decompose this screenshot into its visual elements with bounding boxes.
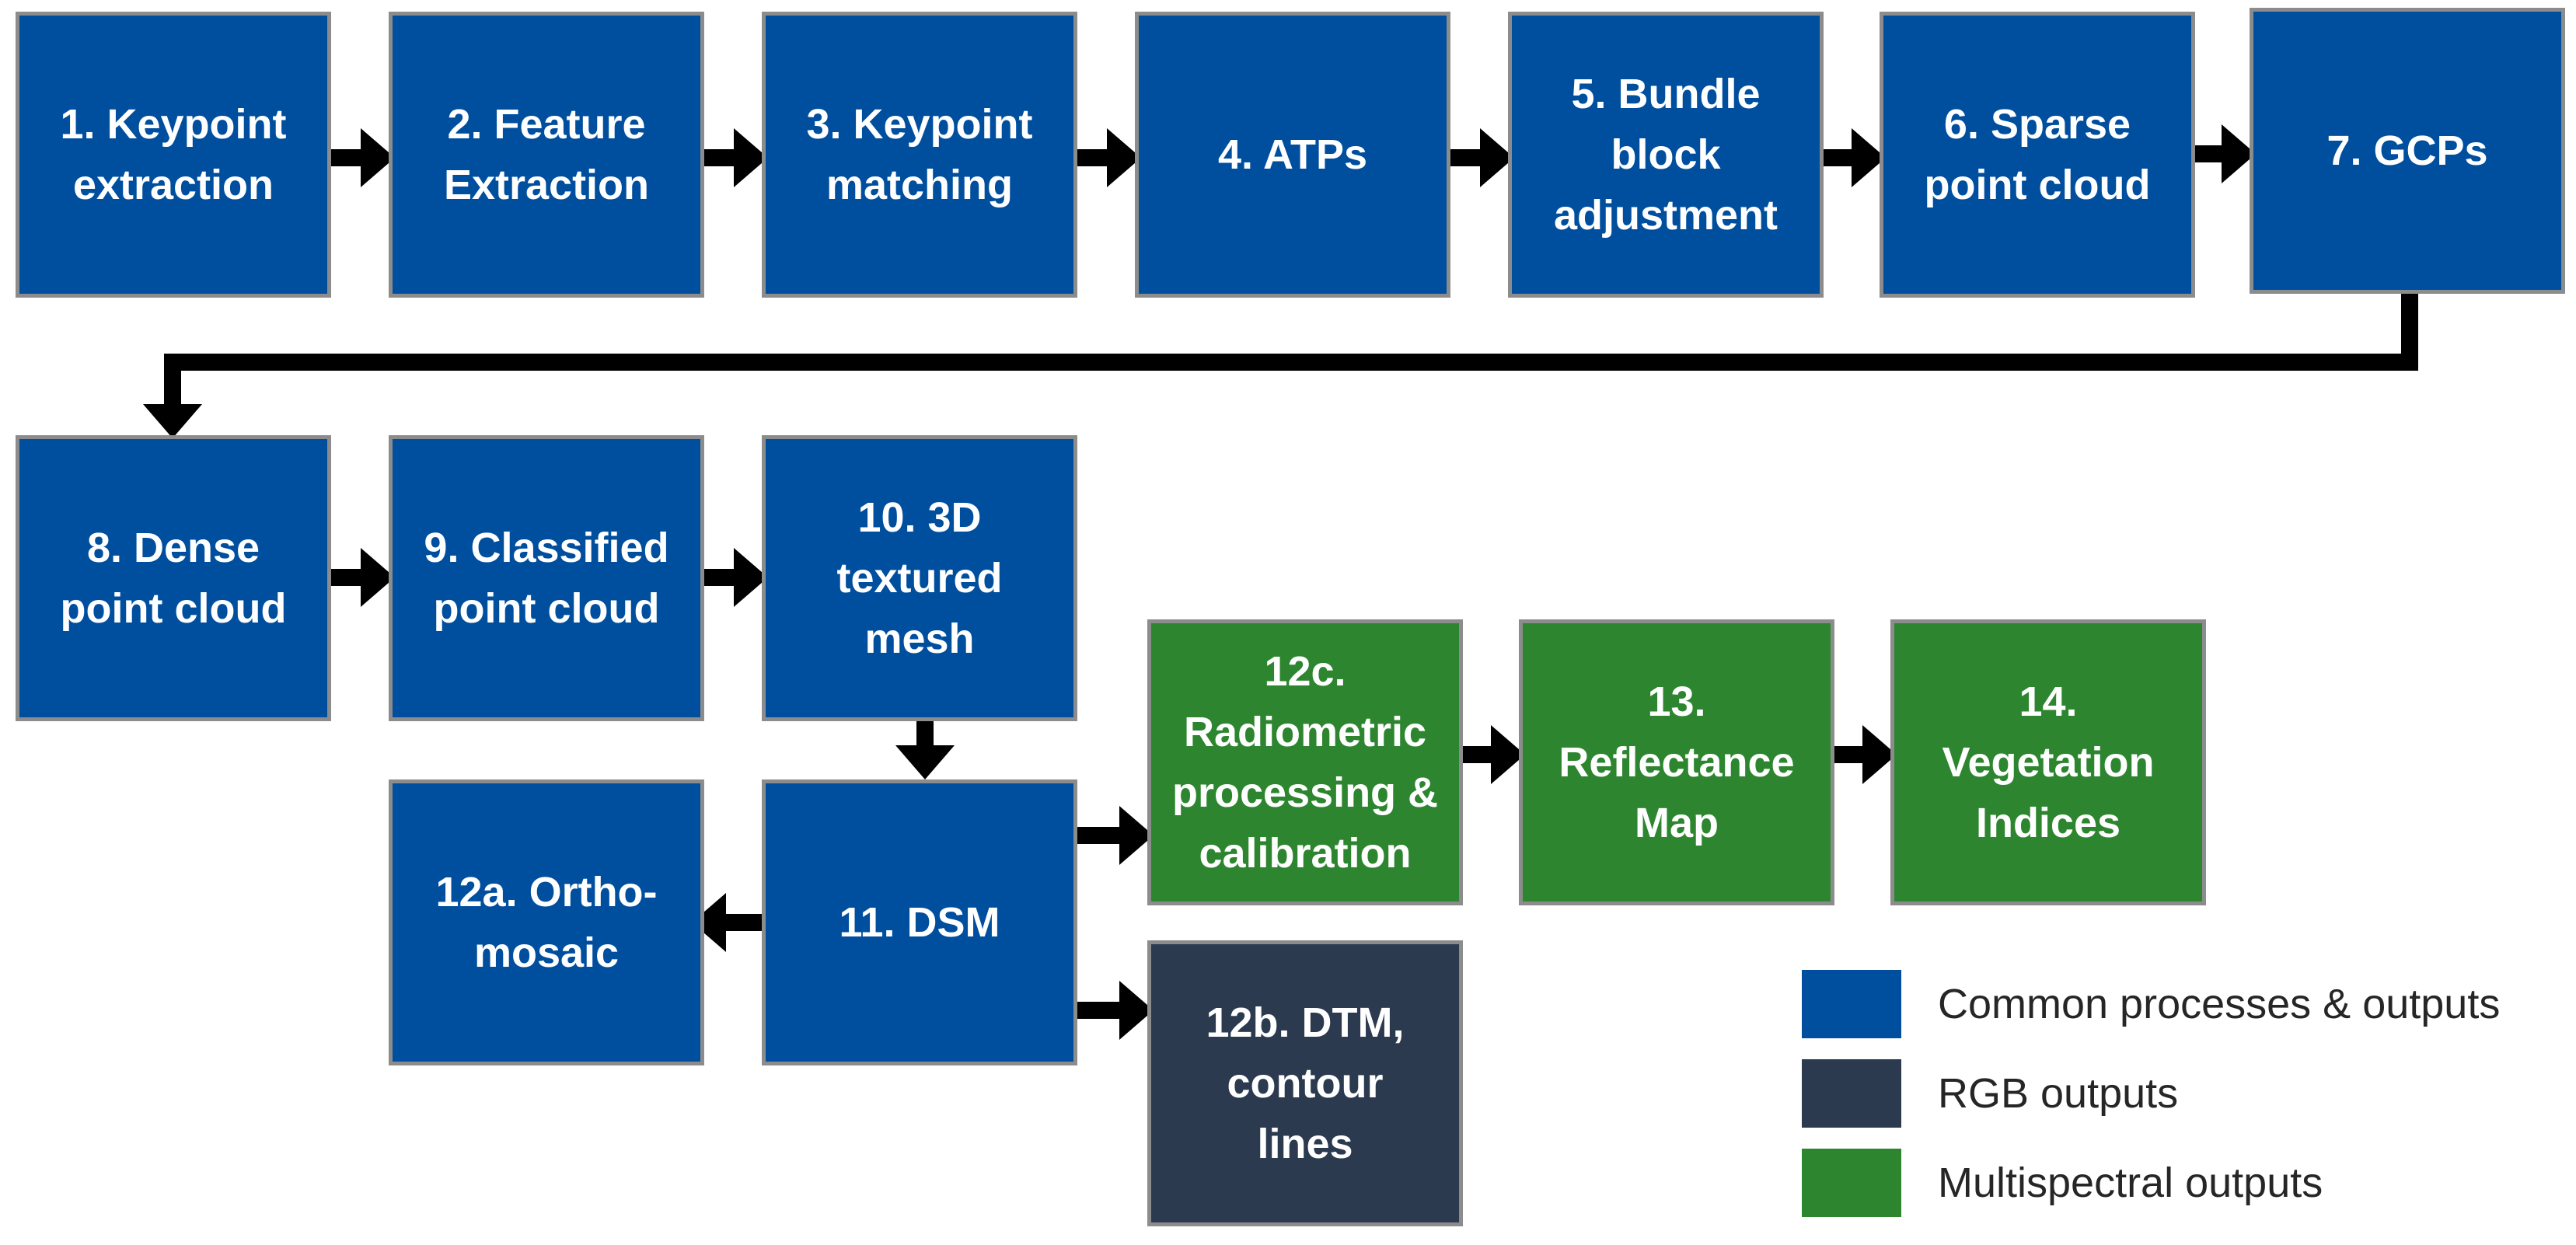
step-vegetation-indices: 14. Vegetation Indices (1890, 619, 2206, 905)
legend-swatch-rgb (1802, 1059, 1901, 1128)
arrowhead-24 (692, 893, 726, 952)
legend-label-rgb: RGB outputs (1938, 1070, 2179, 1117)
step-orthomosaic: 12a. Ortho- mosaic (389, 779, 704, 1065)
step-dtm-contour-lines: 12b. DTM, contour lines (1147, 940, 1463, 1226)
step-reflectance-map: 13. Reflectance Map (1519, 619, 1834, 905)
arrowhead-32 (1862, 725, 1897, 784)
step-radiometric-processing: 12c. Radiometric processing & calibratio… (1147, 619, 1463, 905)
step-dsm: 11. DSM (762, 779, 1077, 1065)
arrowhead-18 (361, 548, 395, 607)
arrowhead-10 (1852, 128, 1886, 187)
arrowhead-28 (1119, 981, 1154, 1040)
arrowhead-16 (143, 404, 202, 438)
legend-swatch-multispectral (1802, 1149, 1901, 1217)
step-feature-extraction: 2. Feature Extraction (389, 12, 704, 298)
arrowhead-22 (895, 745, 955, 779)
legend-label-multispectral: Multispectral outputs (1938, 1160, 2323, 1206)
arrowhead-4 (734, 128, 768, 187)
step-classified-point-cloud: 9. Classified point cloud (389, 435, 704, 721)
legend-swatch-common (1802, 970, 1901, 1038)
step-gcps: 7. GCPs (2250, 8, 2565, 294)
arrowhead-20 (734, 548, 768, 607)
arrowhead-8 (1480, 128, 1514, 187)
arrowhead-12 (2222, 124, 2256, 183)
arrowhead-30 (1491, 725, 1525, 784)
step-atps: 4. ATPs (1135, 12, 1450, 298)
step-dense-point-cloud: 8. Dense point cloud (16, 435, 331, 721)
step-sparse-point-cloud: 6. Sparse point cloud (1880, 12, 2195, 298)
step-3d-textured-mesh: 10. 3D textured mesh (762, 435, 1077, 721)
arrowhead-26 (1119, 806, 1154, 865)
arrowhead-2 (361, 128, 395, 187)
step-keypoint-extraction: 1. Keypoint extraction (16, 12, 331, 298)
step-bundle-block-adjustment: 5. Bundle block adjustment (1508, 12, 1824, 298)
legend-label-common: Common processes & outputs (1938, 981, 2501, 1027)
step-keypoint-matching: 3. Keypoint matching (762, 12, 1077, 298)
arrowhead-6 (1107, 128, 1141, 187)
